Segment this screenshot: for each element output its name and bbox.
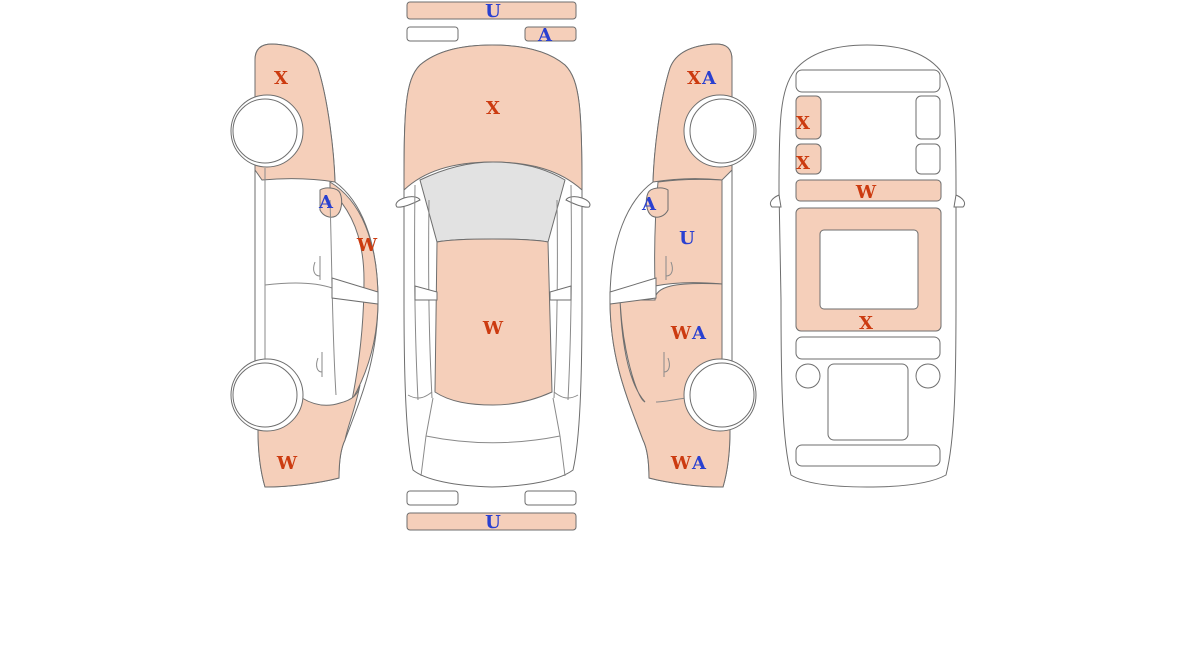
top-right-step bbox=[549, 285, 572, 301]
left-rear-handle-icon bbox=[316, 352, 323, 377]
interior-left-speaker bbox=[795, 363, 821, 389]
mark-hood: X bbox=[486, 98, 500, 119]
mark-interior-floor: X bbox=[859, 313, 873, 334]
left-step-bar bbox=[331, 277, 379, 305]
right-step-bar bbox=[609, 277, 657, 305]
interior-left-mirror bbox=[769, 194, 782, 208]
mark-left-mirror: A bbox=[318, 192, 334, 213]
rear-small-left bbox=[406, 490, 459, 506]
mark-right-mirror: A bbox=[641, 194, 657, 215]
mark-left-front-fender: X bbox=[274, 68, 288, 89]
mark-right-front-fender-a: A bbox=[701, 68, 717, 89]
interior-rear-panel bbox=[795, 444, 941, 467]
left-front-handle-icon bbox=[313, 256, 321, 280]
mark-left-door-edge: W bbox=[356, 235, 378, 256]
right-rear-door-window-cut bbox=[619, 299, 646, 403]
right-rear-lower-line bbox=[655, 397, 687, 403]
mark-right-front-door: U bbox=[679, 228, 695, 249]
interior-seat-left bbox=[795, 143, 822, 175]
interior-dash-right bbox=[915, 95, 941, 140]
top-left-mirror bbox=[395, 196, 421, 208]
rear-bumper bbox=[406, 512, 577, 531]
mark-right-rear-door-a: A bbox=[691, 323, 707, 344]
mark-interior-seat-left: X bbox=[796, 153, 810, 174]
left-front-wheel bbox=[232, 98, 298, 164]
front-bumper bbox=[406, 1, 577, 20]
top-rear-wheel-lines bbox=[407, 391, 579, 399]
top-view: U A X W U bbox=[395, 1, 591, 533]
windshield bbox=[419, 161, 566, 243]
mark-left-rear-quarter: W bbox=[276, 453, 298, 474]
mark-interior-dash-left: X bbox=[796, 113, 810, 134]
rear-small-right bbox=[524, 490, 577, 506]
interior-cargo-area bbox=[827, 363, 909, 441]
mark-right-rear-quarter-w: W bbox=[670, 453, 692, 474]
mark-roof: W bbox=[482, 318, 504, 339]
right-front-door bbox=[654, 178, 723, 287]
interior-right-mirror bbox=[953, 194, 966, 208]
interior-view: X X W X bbox=[769, 44, 966, 488]
interior-rear-seat bbox=[795, 336, 941, 360]
interior-seat-right bbox=[915, 143, 941, 175]
left-rear-wheel bbox=[232, 362, 298, 428]
tailgate-lines bbox=[420, 397, 566, 477]
left-side-view: X A W W bbox=[230, 43, 379, 488]
right-rear-handle-icon bbox=[663, 352, 670, 377]
mark-right-rear-quarter-a: A bbox=[691, 453, 707, 474]
front-small-left bbox=[406, 26, 459, 42]
interior-dash-left bbox=[795, 95, 822, 140]
mark-front-bumper: U bbox=[485, 1, 501, 22]
mark-front-small-right: A bbox=[537, 25, 553, 46]
interior-dashboard bbox=[795, 69, 941, 93]
mark-right-rear-door-w: W bbox=[670, 323, 692, 344]
interior-sunroof bbox=[819, 229, 919, 310]
right-side-view: X A A U W A W A bbox=[609, 43, 757, 488]
right-front-wheel bbox=[689, 98, 755, 164]
mark-interior-console: W bbox=[855, 182, 877, 203]
mark-right-front-fender-x: X bbox=[687, 68, 701, 89]
front-small-right bbox=[524, 26, 577, 42]
right-mirror bbox=[645, 187, 669, 218]
left-mirror bbox=[319, 187, 343, 218]
top-left-step bbox=[414, 285, 438, 301]
roof bbox=[434, 238, 553, 406]
mark-rear-bumper: U bbox=[485, 512, 501, 533]
interior-right-speaker bbox=[915, 363, 941, 389]
right-front-handle-icon bbox=[665, 256, 673, 280]
left-door-split bbox=[264, 282, 333, 289]
right-rear-door-and-quarter bbox=[609, 283, 731, 488]
interior-console bbox=[795, 179, 942, 202]
top-right-mirror bbox=[565, 196, 591, 208]
right-rear-wheel bbox=[689, 362, 755, 428]
